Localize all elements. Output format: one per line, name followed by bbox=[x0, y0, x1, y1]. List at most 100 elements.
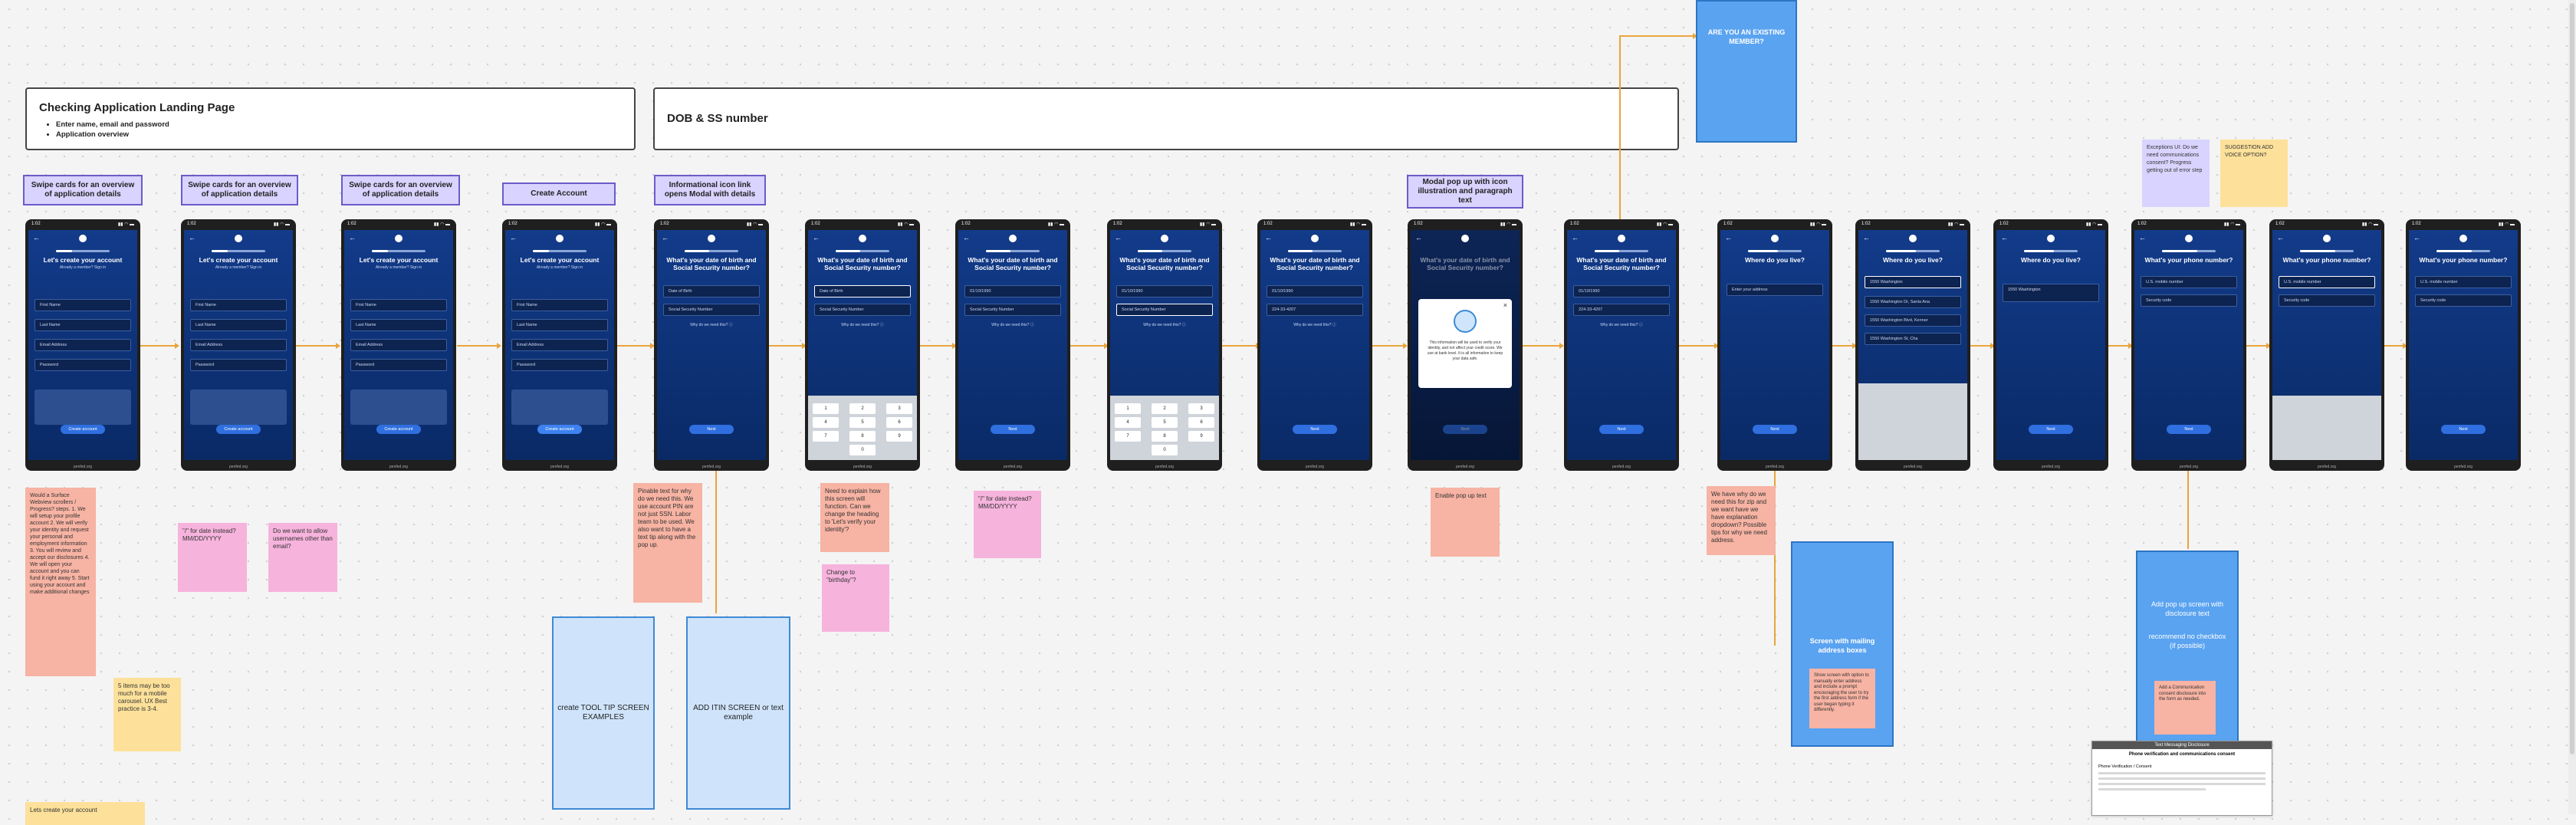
vertical-scrollbar[interactable] bbox=[2568, 0, 2576, 814]
create-account-button[interactable]: Create account bbox=[216, 425, 261, 434]
dob-field[interactable]: 01/10/1990 bbox=[1267, 285, 1363, 297]
email-field[interactable]: Email Address bbox=[34, 339, 131, 351]
next-button[interactable]: Next bbox=[1599, 425, 1644, 434]
signin-link[interactable]: Already a member? Sign in bbox=[59, 265, 107, 270]
back-arrow-icon[interactable]: ← bbox=[349, 234, 356, 242]
existing-member-box[interactable]: ARE YOU AN EXISTING MEMBER? bbox=[1696, 0, 1797, 143]
next-button[interactable]: Next bbox=[2167, 425, 2211, 434]
dob-field[interactable]: 01/10/1990 bbox=[964, 285, 1061, 297]
mobile-number-field[interactable]: U.S. mobile number bbox=[2141, 276, 2237, 288]
key[interactable]: 9 bbox=[1188, 431, 1214, 442]
key[interactable]: 6 bbox=[886, 417, 912, 428]
key[interactable]: 4 bbox=[1115, 417, 1141, 428]
key[interactable]: 4 bbox=[813, 417, 839, 428]
ssn-field[interactable]: 224-33-4207 bbox=[1573, 304, 1670, 316]
back-arrow-icon[interactable]: ← bbox=[510, 234, 517, 242]
back-arrow-icon[interactable]: ← bbox=[2277, 234, 2284, 242]
info-card[interactable] bbox=[350, 389, 447, 425]
create-account-button[interactable]: Create account bbox=[537, 425, 582, 434]
security-code-field[interactable]: Security code bbox=[2141, 294, 2237, 307]
dob-field[interactable]: 01/10/1990 bbox=[1573, 285, 1670, 297]
email-field[interactable]: Email Address bbox=[350, 339, 447, 351]
next-button[interactable]: Next bbox=[1293, 425, 1337, 434]
qwerty-keyboard[interactable] bbox=[1858, 383, 1967, 460]
key[interactable]: 8 bbox=[849, 431, 876, 442]
dob-field[interactable]: 01/10/1990 bbox=[1116, 285, 1213, 297]
ssn-field[interactable]: Social Security Number bbox=[663, 304, 760, 316]
back-arrow-icon[interactable]: ← bbox=[662, 234, 669, 242]
next-button[interactable]: Next bbox=[1443, 425, 1487, 434]
last-name-field[interactable]: Last Name bbox=[34, 319, 131, 331]
sticky-note[interactable]: Do we want to allow usernames other than… bbox=[268, 523, 337, 592]
back-arrow-icon[interactable]: ← bbox=[813, 234, 820, 242]
password-field[interactable]: Password bbox=[190, 359, 287, 371]
email-field[interactable]: Email Address bbox=[511, 339, 608, 351]
key[interactable]: 3 bbox=[1188, 403, 1214, 414]
key[interactable]: 6 bbox=[1188, 417, 1214, 428]
back-arrow-icon[interactable]: ← bbox=[2139, 234, 2146, 242]
sticky-note[interactable]: Exceptions UI: Do we need communications… bbox=[2142, 140, 2210, 207]
info-link[interactable]: Why do we need this? ⓘ bbox=[991, 323, 1034, 327]
info-link[interactable]: Why do we need this? ⓘ bbox=[1293, 323, 1336, 327]
itin-screen-box[interactable]: ADD ITIN SCREEN or text example bbox=[686, 616, 790, 810]
key[interactable]: 2 bbox=[849, 403, 876, 414]
tooltip-examples-box[interactable]: create TOOL TIP SCREEN EXAMPLES bbox=[552, 616, 655, 810]
info-card[interactable] bbox=[190, 389, 287, 425]
disclosure-popup-box[interactable]: Add pop up screen with disclosure text r… bbox=[2136, 551, 2239, 747]
next-button[interactable]: Next bbox=[689, 425, 734, 434]
info-card[interactable] bbox=[511, 389, 608, 425]
numeric-keypad[interactable] bbox=[2272, 396, 2381, 460]
address-suggestion[interactable]: 1550 Washington St, Cha bbox=[1865, 333, 1961, 345]
back-arrow-icon[interactable]: ← bbox=[1725, 234, 1732, 242]
key[interactable]: 9 bbox=[886, 431, 912, 442]
key[interactable]: 2 bbox=[1152, 403, 1178, 414]
back-arrow-icon[interactable]: ← bbox=[33, 234, 40, 242]
ssn-field[interactable]: 224-33-4207 bbox=[1267, 304, 1363, 316]
back-arrow-icon[interactable]: ← bbox=[1415, 234, 1422, 242]
key[interactable]: 5 bbox=[849, 417, 876, 428]
first-name-field[interactable]: First Name bbox=[34, 299, 131, 311]
mobile-number-field[interactable]: U.S. mobile number bbox=[2279, 276, 2375, 288]
address-field[interactable]: 1550 Washington bbox=[2003, 284, 2099, 302]
sticky-note[interactable]: Lets create your account bbox=[25, 802, 145, 825]
key[interactable]: 3 bbox=[886, 403, 912, 414]
address-field[interactable]: 1550 Washington bbox=[1865, 276, 1961, 288]
back-arrow-icon[interactable]: ← bbox=[1572, 234, 1579, 242]
dob-field[interactable]: Date of Birth bbox=[814, 285, 911, 297]
sticky-note[interactable]: Would a Surface Webview scrollers / Prog… bbox=[25, 488, 96, 676]
sticky-note[interactable]: Show screen with option to manually ente… bbox=[1809, 669, 1875, 728]
last-name-field[interactable]: Last Name bbox=[190, 319, 287, 331]
back-arrow-icon[interactable]: ← bbox=[963, 234, 970, 242]
back-arrow-icon[interactable]: ← bbox=[1115, 234, 1122, 242]
mobile-number-field[interactable]: U.S. mobile number bbox=[2415, 276, 2512, 288]
next-button[interactable]: Next bbox=[991, 425, 1035, 434]
signin-link[interactable]: Already a member? Sign in bbox=[375, 265, 422, 270]
mailing-address-box[interactable]: Screen with mailing address boxes Show s… bbox=[1791, 541, 1894, 747]
create-account-button[interactable]: Create account bbox=[376, 425, 421, 434]
ssn-field[interactable]: Social Security Number bbox=[814, 304, 911, 316]
info-link[interactable]: Why do we need this? ⓘ bbox=[1143, 323, 1186, 327]
key[interactable]: 8 bbox=[1152, 431, 1178, 442]
last-name-field[interactable]: Last Name bbox=[350, 319, 447, 331]
create-account-button[interactable]: Create account bbox=[61, 425, 105, 434]
info-link[interactable]: Why do we need this? ⓘ bbox=[1600, 323, 1643, 327]
password-field[interactable]: Password bbox=[511, 359, 608, 371]
sticky-note[interactable]: Change to "birthday"? bbox=[822, 564, 889, 632]
address-suggestion[interactable]: 1550 Washington Blvd, Kenner bbox=[1865, 314, 1961, 327]
numeric-keypad[interactable]: 1 2 3 4 5 6 7 8 9 0 bbox=[808, 396, 917, 460]
address-field[interactable]: Enter your address bbox=[1727, 284, 1823, 296]
sticky-note[interactable]: 5 items may be too much for a mobile car… bbox=[113, 678, 181, 751]
back-arrow-icon[interactable]: ← bbox=[2413, 234, 2420, 242]
password-field[interactable]: Password bbox=[34, 359, 131, 371]
ssn-field[interactable]: Social Security Number bbox=[1116, 304, 1213, 316]
ssn-field[interactable]: Social Security Number bbox=[964, 304, 1061, 316]
last-name-field[interactable]: Last Name bbox=[511, 319, 608, 331]
first-name-field[interactable]: First Name bbox=[190, 299, 287, 311]
first-name-field[interactable]: First Name bbox=[511, 299, 608, 311]
dob-field[interactable]: Date of Birth bbox=[663, 285, 760, 297]
back-arrow-icon[interactable]: ← bbox=[1265, 234, 1272, 242]
email-field[interactable]: Email Address bbox=[190, 339, 287, 351]
key[interactable]: 7 bbox=[1115, 431, 1141, 442]
signin-link[interactable]: Already a member? Sign in bbox=[536, 265, 583, 270]
next-button[interactable]: Next bbox=[2029, 425, 2073, 434]
